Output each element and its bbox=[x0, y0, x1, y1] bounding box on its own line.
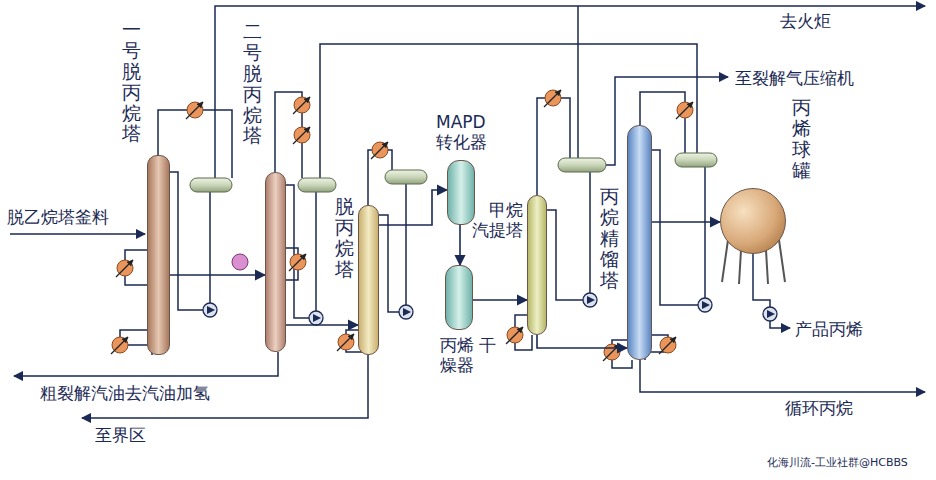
reflux-drum bbox=[675, 153, 717, 167]
vessel: MAPD 转化器 bbox=[447, 160, 475, 225]
reboiler-symbol bbox=[289, 254, 306, 271]
process-connector bbox=[379, 190, 447, 225]
product-line bbox=[753, 254, 790, 328]
stream-label: 去火炬 bbox=[778, 10, 833, 33]
heat-exchanger bbox=[111, 90, 693, 361]
reflux-line bbox=[286, 185, 316, 318]
vessel: 脱丙烷塔 bbox=[358, 205, 379, 355]
pump-symbol bbox=[583, 293, 597, 307]
condenser-symbol bbox=[293, 127, 310, 144]
reboiler-symbol bbox=[337, 334, 354, 351]
reflux-drum bbox=[385, 170, 427, 184]
reboiler-symbol bbox=[659, 337, 676, 354]
pump-symbol bbox=[763, 307, 777, 321]
stream-label: 产品丙烯 bbox=[793, 318, 865, 341]
pump-symbol bbox=[203, 303, 217, 317]
storage-sphere: 丙烯球罐 bbox=[720, 188, 786, 254]
watermark: 化海川流-工业社群@HCBBS bbox=[765, 455, 910, 470]
stream-label: 循环丙烷 bbox=[783, 397, 855, 420]
vessel-label: 一号脱丙烷塔 bbox=[122, 19, 141, 144]
condenser-symbol bbox=[544, 90, 561, 107]
vessel-label: 二号脱丙烷塔 bbox=[243, 21, 262, 146]
pump-symbol bbox=[203, 293, 777, 325]
reflux-drum bbox=[558, 158, 606, 172]
pump-symbol bbox=[309, 311, 323, 325]
reflux-drum bbox=[190, 178, 232, 192]
condenser-symbol bbox=[186, 102, 203, 119]
reboiler-symbol bbox=[506, 327, 523, 344]
vessel-label: 甲烷 汽提塔 bbox=[467, 201, 523, 240]
reflux-line bbox=[547, 172, 590, 300]
vessel: 丙烷精馏塔 bbox=[627, 125, 652, 360]
vessel-label: 丙烷精馏塔 bbox=[600, 186, 619, 290]
process-connector bbox=[170, 274, 265, 276]
vessel-label: MAPD 转化器 bbox=[436, 113, 500, 152]
reboiler-symbol bbox=[111, 337, 128, 354]
reboiler-symbol bbox=[603, 344, 620, 361]
vessel: 二号脱丙烷塔 bbox=[265, 172, 286, 352]
compressor-line bbox=[606, 77, 728, 165]
vessel-label: 脱丙烷塔 bbox=[335, 196, 354, 280]
pump-symbol bbox=[698, 298, 712, 312]
condenser-symbol bbox=[371, 142, 388, 159]
reboiler-symbol bbox=[116, 260, 133, 277]
process-connector bbox=[537, 335, 627, 348]
pump-symbol bbox=[399, 305, 413, 319]
stream-label: 粗裂解汽油去汽油加氢 bbox=[38, 382, 212, 405]
reflux-line bbox=[652, 150, 705, 305]
vessel-label: 丙烯球罐 bbox=[792, 97, 811, 181]
feed-line bbox=[10, 233, 145, 235]
process-connector bbox=[286, 324, 358, 326]
vessel: 甲烷 汽提塔 bbox=[527, 195, 547, 335]
vessel: 丙烯 干燥器 bbox=[445, 265, 473, 330]
overhead-line bbox=[537, 98, 570, 195]
stream-label: 脱乙烷塔釜料 bbox=[5, 206, 111, 229]
vessel-label: 丙烯 干燥器 bbox=[440, 336, 502, 375]
process-connector bbox=[652, 221, 720, 223]
stream-label: 至界区 bbox=[93, 424, 148, 447]
gasoline-line bbox=[14, 352, 278, 376]
condenser-symbol bbox=[676, 102, 693, 119]
recycle-line bbox=[640, 360, 925, 392]
process-connector bbox=[459, 225, 461, 265]
reflux-drum bbox=[298, 178, 336, 192]
pump-symbol bbox=[232, 254, 248, 270]
flare-line bbox=[577, 6, 579, 158]
reflux-line bbox=[379, 184, 406, 312]
stream-label: 至裂解气压缩机 bbox=[733, 67, 856, 90]
vessel: 一号脱丙烷塔 bbox=[147, 155, 170, 355]
reflux-line bbox=[170, 172, 210, 310]
process-line bbox=[10, 6, 925, 418]
condenser-symbol bbox=[293, 97, 310, 114]
process-connector bbox=[473, 299, 527, 301]
